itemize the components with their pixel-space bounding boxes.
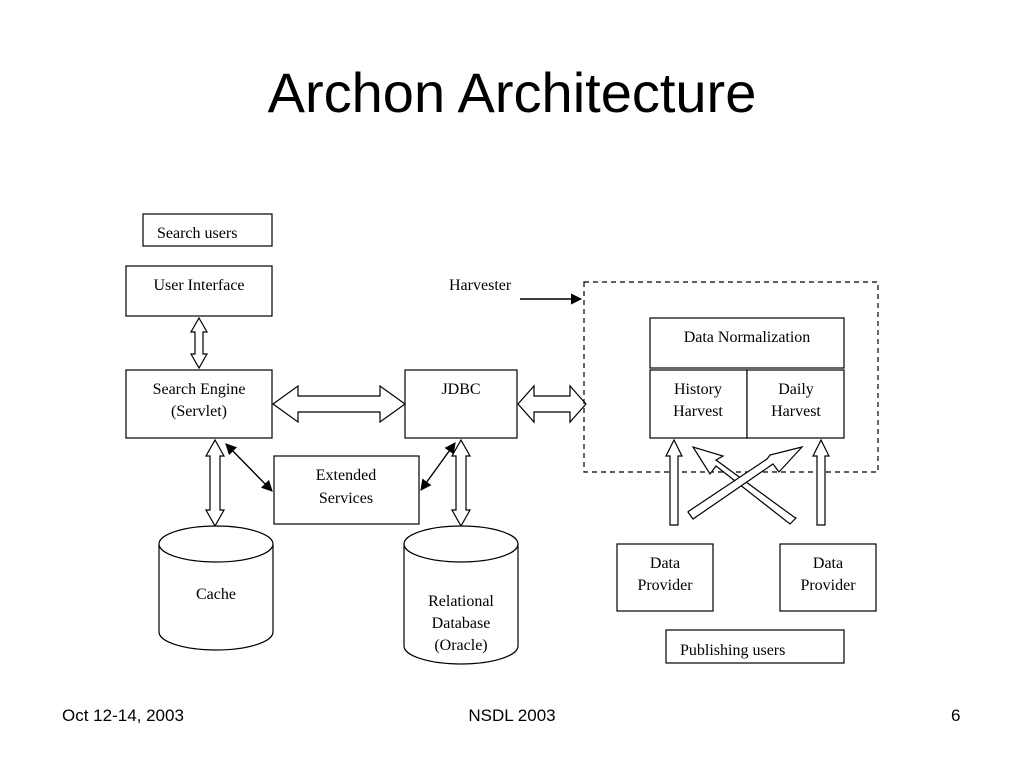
svg-text:History: History: [674, 381, 722, 398]
harvester-label: Harvester: [449, 277, 512, 294]
cross-arrow-to-history: [691, 445, 798, 525]
search-users-box: Search users: [142, 213, 273, 247]
jdbc-db-arrow: [450, 438, 472, 528]
jdbc-box: JDBC: [404, 369, 518, 439]
ui-engine-arrow: [189, 316, 209, 370]
data-provider-box: Data Provider: [616, 543, 714, 612]
svg-text:(Oracle): (Oracle): [434, 637, 487, 654]
svg-text:JDBC: JDBC: [441, 381, 480, 398]
footer-date: Oct 12-14, 2003: [62, 706, 184, 725]
svg-text:Publishing users: Publishing users: [680, 642, 785, 659]
user-interface-box: User Interface: [125, 265, 273, 317]
svg-text:Provider: Provider: [800, 577, 856, 594]
svg-text:Harvest: Harvest: [771, 403, 821, 420]
svg-text:Daily: Daily: [778, 381, 814, 398]
data-provider-box: Data Provider: [779, 543, 877, 612]
svg-text:Search users: Search users: [157, 225, 237, 242]
history-harvest-box: History Harvest: [649, 369, 748, 439]
svg-text:(Servlet): (Servlet): [171, 403, 227, 420]
svg-text:Data Normalization: Data Normalization: [684, 329, 811, 346]
svg-text:Provider: Provider: [637, 577, 693, 594]
engine-cache-arrow: [204, 438, 226, 528]
svg-text:Harvest: Harvest: [673, 403, 723, 420]
cross-arrow-to-daily: [687, 445, 804, 520]
engine-jdbc-arrow: [271, 384, 407, 424]
svg-text:Cache: Cache: [196, 586, 236, 603]
provider2-up-arrow: [812, 438, 830, 526]
svg-text:Relational: Relational: [428, 593, 494, 610]
engine-extended-arrow: [225, 443, 273, 492]
svg-text:Database: Database: [432, 615, 491, 632]
publishing-users-box: Publishing users: [665, 629, 845, 664]
slide-number: 6: [951, 706, 961, 725]
svg-text:Data: Data: [813, 555, 843, 572]
jdbc-harvester-arrow: [517, 384, 587, 424]
slide-title: Archon Architecture: [267, 61, 757, 124]
data-normalization-box: Data Normalization: [649, 317, 845, 369]
footer-conference: NSDL 2003: [468, 706, 556, 725]
extended-services-box: Extended Services: [273, 455, 420, 525]
provider1-up-arrow: [665, 438, 683, 526]
jdbc-extended-arrow: [420, 442, 456, 491]
svg-text:User Interface: User Interface: [153, 277, 244, 294]
svg-text:Search Engine: Search Engine: [153, 381, 246, 398]
search-engine-box: Search Engine (Servlet): [125, 369, 273, 439]
svg-text:Data: Data: [650, 555, 680, 572]
relational-database-cylinder: Relational Database (Oracle): [403, 525, 519, 665]
svg-text:Extended: Extended: [316, 467, 376, 484]
svg-text:Services: Services: [319, 490, 373, 507]
daily-harvest-box: Daily Harvest: [746, 369, 845, 439]
cache-cylinder: Cache: [158, 525, 274, 651]
